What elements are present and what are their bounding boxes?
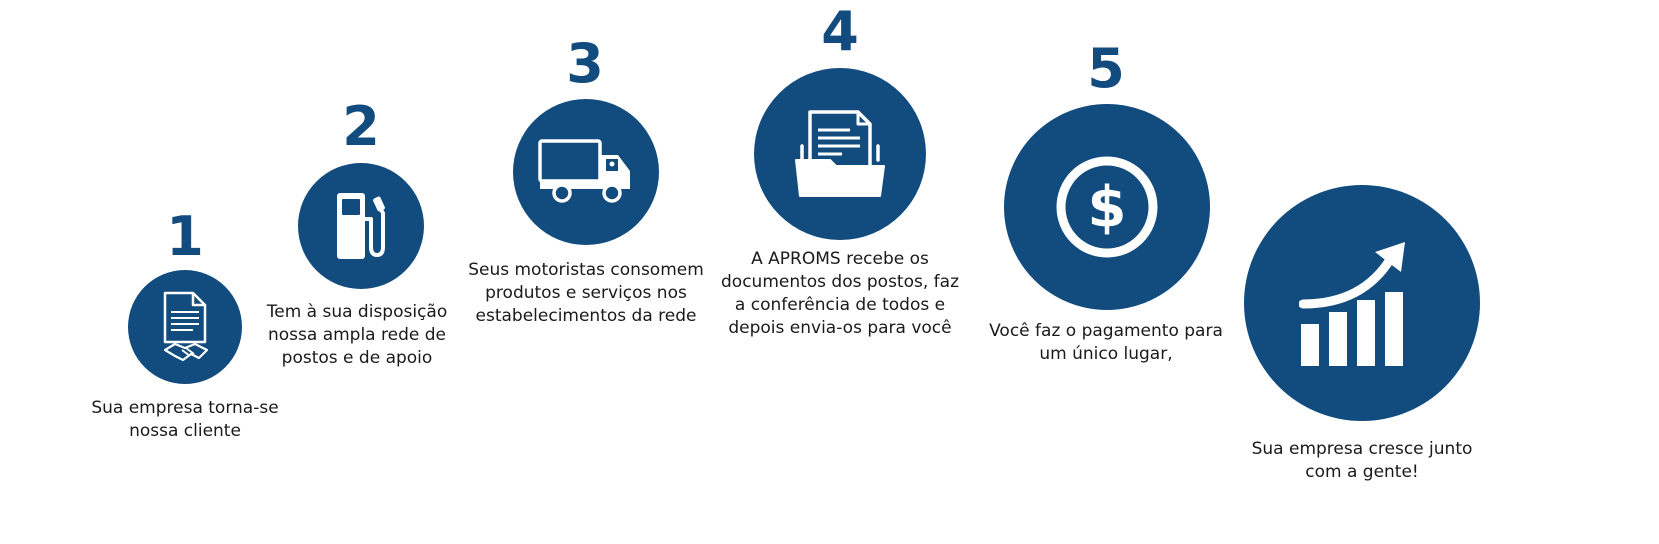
step-2-text: Tem à sua disposição nossa ampla rede de… bbox=[266, 302, 448, 368]
step-4-number: 4 bbox=[821, 0, 859, 63]
step-5-text: Você faz o pagamento para um único lugar… bbox=[989, 321, 1223, 364]
growth-chart-icon bbox=[1299, 238, 1425, 368]
fuel-pump-icon bbox=[331, 189, 391, 263]
step-3-text: Seus motoristas consomem produtos e serv… bbox=[468, 260, 704, 326]
step-2-circle bbox=[298, 163, 424, 289]
step-3-number: 3 bbox=[566, 32, 604, 95]
step-5-circle: $ bbox=[1004, 104, 1210, 310]
truck-icon bbox=[538, 137, 634, 207]
dollar-coin-icon: $ bbox=[1053, 153, 1161, 261]
step-1-number: 1 bbox=[166, 205, 204, 268]
step-1-circle bbox=[128, 270, 242, 384]
step-5-number: 5 bbox=[1087, 37, 1125, 100]
document-folder-icon bbox=[792, 108, 888, 200]
step-2-number: 2 bbox=[342, 95, 380, 158]
step-1-text: Sua empresa torna-se nossa cliente bbox=[91, 398, 279, 441]
step-3-circle bbox=[513, 99, 659, 245]
step-4-circle bbox=[754, 68, 926, 240]
step-6-text: Sua empresa cresce junto com a gente! bbox=[1251, 439, 1473, 482]
svg-text:$: $ bbox=[1088, 175, 1127, 240]
step-4-text: A APROMS recebe os documentos dos postos… bbox=[721, 249, 959, 338]
document-handshake-icon bbox=[155, 290, 215, 364]
step-6-circle bbox=[1244, 185, 1480, 421]
